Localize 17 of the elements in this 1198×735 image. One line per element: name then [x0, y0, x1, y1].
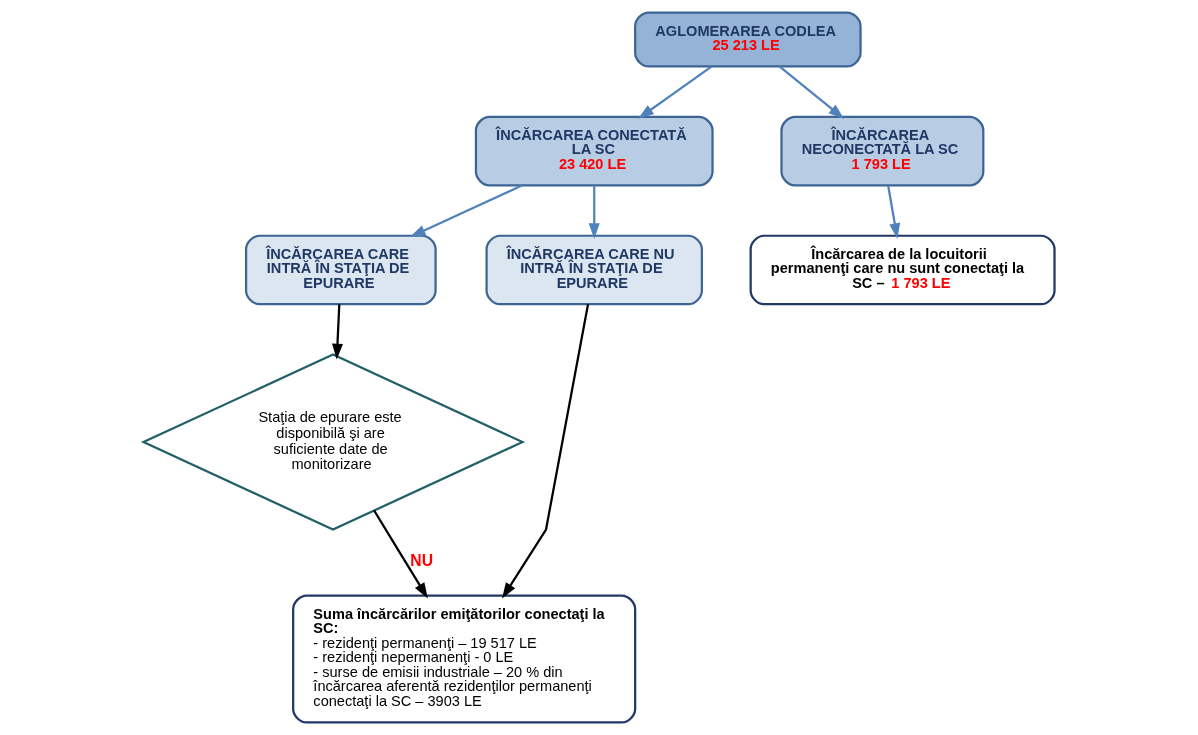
node-box: ÎNCĂRCAREA CONECTATĂ LA SC 23 420 LE [474, 115, 714, 187]
arrow [373, 509, 428, 599]
arrow [638, 65, 713, 119]
node-diamond: Staţia de epurare este disponibilă şi are suficiente date de monitorizare [140, 353, 526, 531]
node-box: ÎNCĂRCAREA CARE NU INTRĂ ÎN STAŢIA DE EPURARE [485, 234, 703, 306]
node-box: ÎNCĂRCAREA CARE INTRĂ ÎN STAŢIA DE EPURARE [244, 234, 437, 306]
arrow [331, 304, 343, 360]
node-box: Încărcarea de la locuitorii permanenţi care nu sunt conectaţi la SC – 1 793 LE [749, 234, 1056, 306]
arrow [887, 185, 901, 239]
arrow [779, 65, 845, 119]
node-box: Suma încărcărilor emiţătorilor conectaţi la SC: - rezidenţi permanenţi – 19 517 LE - rezidenţi nepermanenţi - 0 LE - surse de emisii industriale – 20 % din încărcarea aferentă rezidenţilor permanenţi conectaţi la SC – 3903 LE [292, 594, 637, 724]
arrow [502, 304, 590, 599]
node-box: ÎNCĂRCAREA NECONECTATĂ LA SC 1 793 LE [780, 115, 985, 187]
edge-label: NU [410, 551, 434, 569]
arrow [409, 184, 523, 238]
node-box: AGLOMERAREA CODLEA 25 213 LE [634, 11, 862, 68]
arrow [588, 185, 600, 240]
